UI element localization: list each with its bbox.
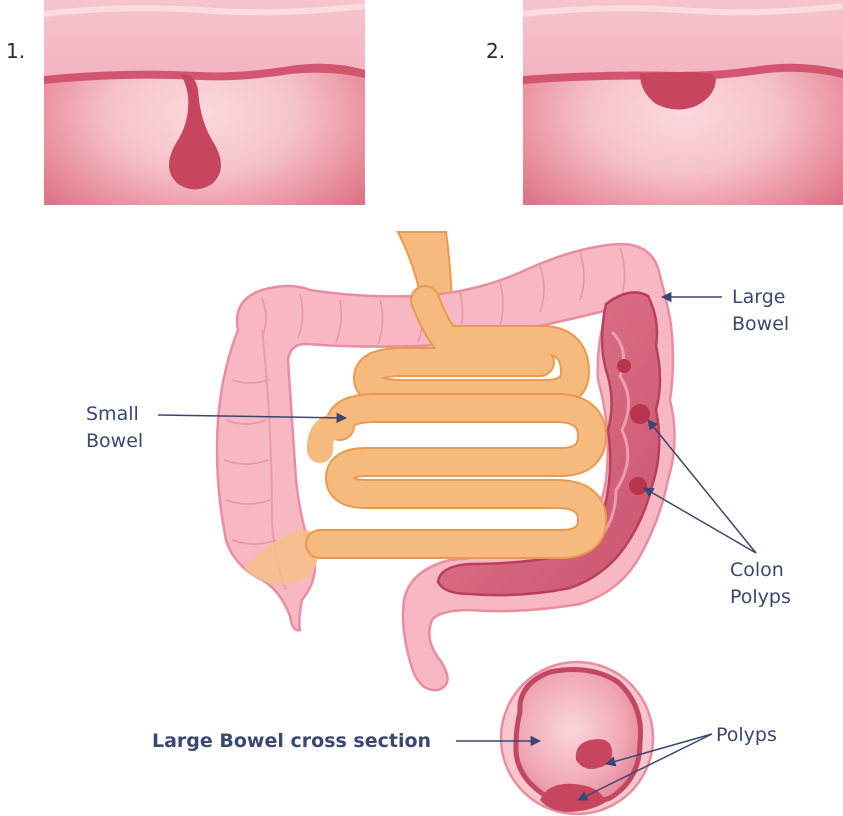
colon-polyp-3: [629, 477, 647, 495]
label-small-bowel-line2: Bowel: [86, 430, 143, 452]
label-small-bowel-line1: Small: [86, 403, 139, 425]
cross-section-lumen: [516, 670, 641, 804]
label-colon-polyps-line2: Polyps: [730, 586, 791, 608]
colon-polyp-1: [617, 359, 631, 373]
panel-2-sessile-polyp: 2.: [486, 0, 843, 205]
label-cross-section: Large Bowel cross section: [152, 730, 431, 752]
bowel-anatomy: [217, 232, 675, 690]
panel-1-number: 1.: [6, 39, 25, 63]
label-colon-polyps-line1: Colon: [730, 559, 784, 581]
label-large-bowel-line2: Bowel: [732, 313, 789, 335]
panel-2-number: 2.: [486, 39, 505, 63]
label-polyps: Polyps: [716, 724, 777, 746]
large-bowel-cross-section: [501, 662, 653, 814]
label-large-bowel-line1: Large: [732, 286, 785, 308]
colon-polyp-2: [630, 404, 650, 424]
panel-1-pedunculated-polyp: 1.: [6, 0, 365, 205]
colon-polyp-pointer-2: [644, 488, 756, 553]
